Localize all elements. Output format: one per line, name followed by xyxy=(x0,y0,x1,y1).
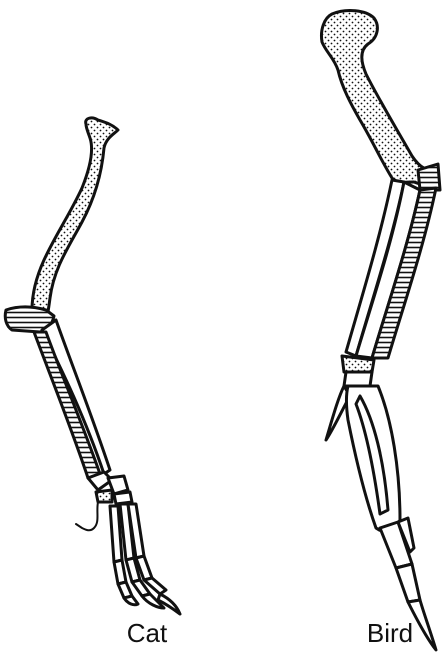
cat-humerus xyxy=(32,118,118,319)
cat-carpals xyxy=(88,472,132,504)
cat-limb xyxy=(5,118,180,614)
bird-label: Bird xyxy=(352,620,428,646)
bird-humerus xyxy=(321,11,438,186)
cat-claws xyxy=(124,594,180,614)
cat-radius xyxy=(42,320,110,474)
cat-dewclaw xyxy=(76,502,98,530)
bird-limb xyxy=(321,11,440,650)
cat-metacarpals xyxy=(110,504,144,562)
bird-elbow-cap xyxy=(418,164,440,190)
cat-phalanges xyxy=(114,556,166,598)
cat-label: Cat xyxy=(112,620,182,646)
bird-carpals xyxy=(342,356,374,386)
